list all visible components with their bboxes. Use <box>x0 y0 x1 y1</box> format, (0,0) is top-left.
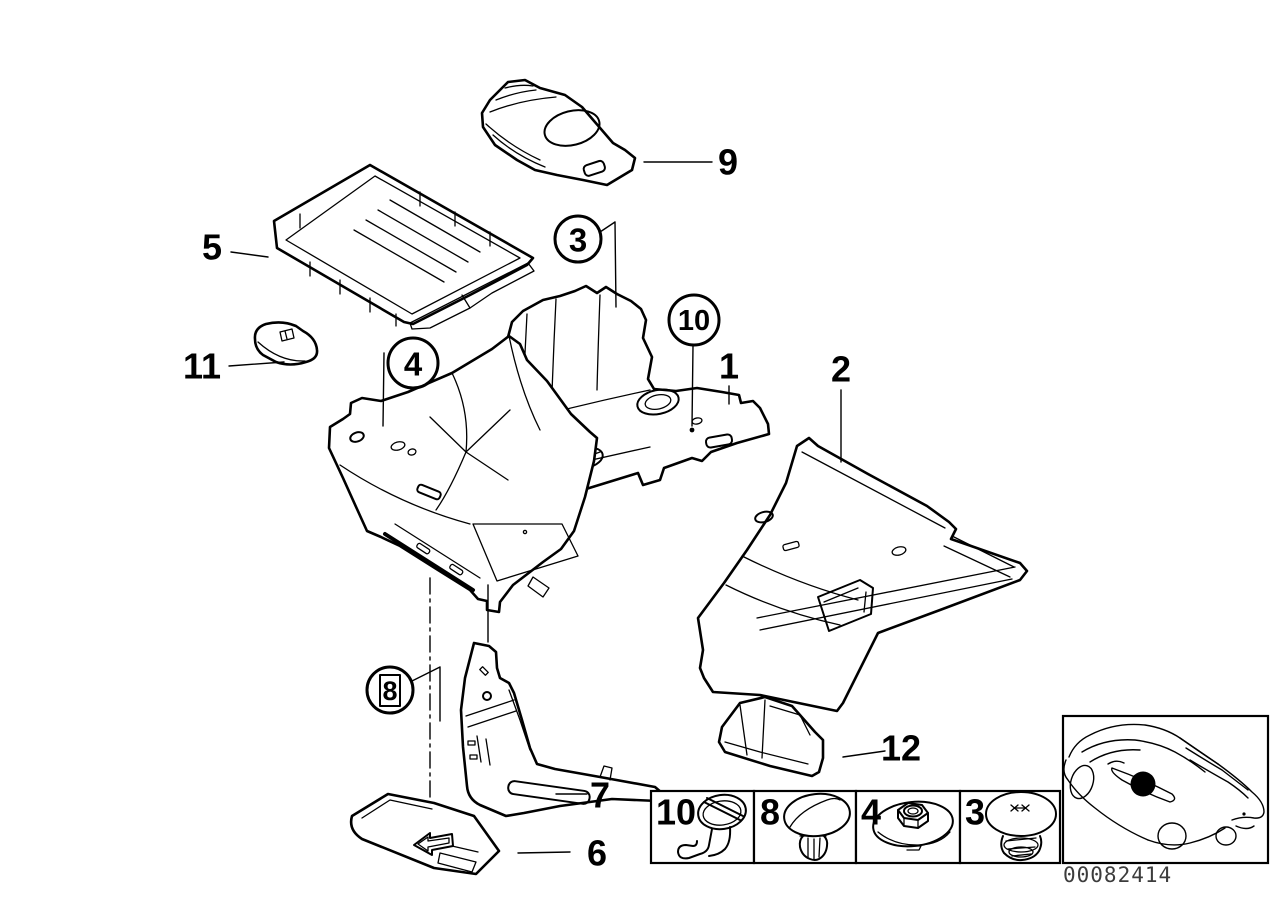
legend-item-4[interactable]: 4 <box>854 789 962 865</box>
callout-7-label[interactable]: 7 <box>590 775 610 816</box>
callout-11-label[interactable]: 11 <box>183 346 221 387</box>
part-heel-pad-cover <box>480 78 637 187</box>
callout-3-label[interactable]: 3 <box>569 222 587 259</box>
legend-item-8-number: 8 <box>760 792 780 833</box>
callout-10-label[interactable]: 10 <box>678 305 710 337</box>
callout-6-label[interactable]: 6 <box>587 833 607 874</box>
legend-item-3-number: 3 <box>965 792 985 833</box>
dome-expanding-clip-icon <box>783 792 851 861</box>
callout-2[interactable]: 2 <box>831 349 851 390</box>
legend-item-3[interactable]: 3 <box>958 789 1062 865</box>
car-three-quarter-view-icon <box>1063 723 1265 850</box>
part-lower-cover <box>349 792 501 876</box>
callout-10[interactable]: 10 <box>667 293 721 347</box>
callout-8[interactable]: 8 <box>365 665 415 715</box>
callout-12-label[interactable]: 12 <box>881 728 921 769</box>
callout-6[interactable]: 6 <box>587 833 607 874</box>
callout-1[interactable]: 1 <box>719 346 739 387</box>
legend-item-4-number: 4 <box>861 792 881 833</box>
turnlock-hook-clip-icon <box>677 793 747 860</box>
callout-11[interactable]: 11 <box>183 346 221 387</box>
image-code: 00082414 <box>1063 863 1172 887</box>
legend-item-10-number: 10 <box>656 792 696 833</box>
leader-lines <box>228 161 886 854</box>
callout-1-label[interactable]: 1 <box>719 346 739 387</box>
callout-3[interactable]: 3 <box>553 214 603 264</box>
callout-12[interactable]: 12 <box>881 728 921 769</box>
part-storage-tray <box>272 163 535 330</box>
part-footrest-bracket <box>459 641 664 818</box>
part-small-insert-tray <box>717 695 825 778</box>
floor-location-dot <box>1130 771 1156 797</box>
legend-item-8[interactable]: 8 <box>752 789 858 865</box>
part-small-cover-pad <box>253 321 319 366</box>
callout-4-label[interactable]: 4 <box>404 346 423 383</box>
callout-7[interactable]: 7 <box>590 775 610 816</box>
plastic-nut-washer-icon <box>872 800 954 851</box>
fastener-legend: 10 8 4 <box>649 789 1062 865</box>
callout-5-label[interactable]: 5 <box>202 227 222 268</box>
callout-8-label[interactable]: 8 <box>382 676 397 706</box>
dome-expanding-rivet-icon <box>985 791 1057 862</box>
callout-4[interactable]: 4 <box>386 336 440 390</box>
callout-9[interactable]: 9 <box>718 142 738 183</box>
part-rear-carpet <box>696 436 1029 713</box>
part-front-left-carpet <box>327 334 599 614</box>
callout-9-label[interactable]: 9 <box>718 142 738 183</box>
callout-5[interactable]: 5 <box>202 227 222 268</box>
car-position-inset <box>1061 714 1270 865</box>
legend-item-10[interactable]: 10 <box>649 789 756 865</box>
callout-2-label[interactable]: 2 <box>831 349 851 390</box>
